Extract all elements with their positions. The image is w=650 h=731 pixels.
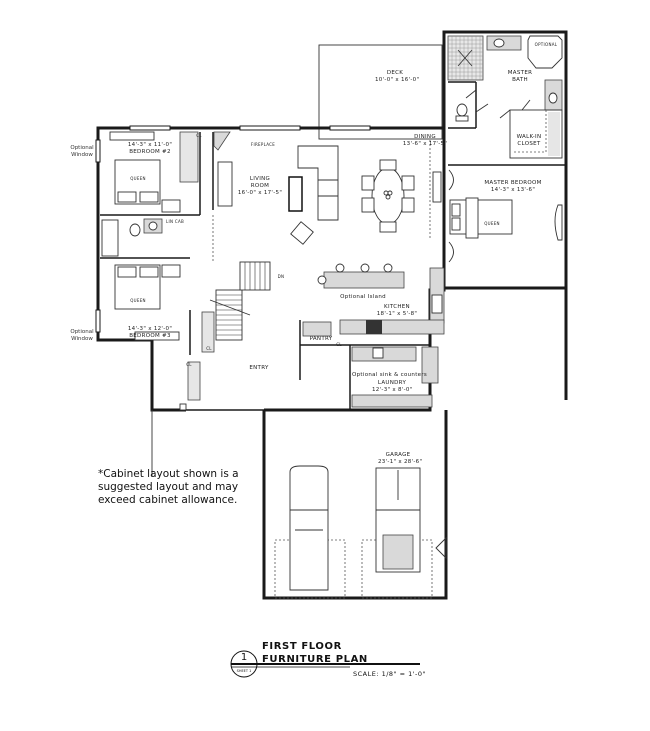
fireplace-label: FIREPLACE [250,142,276,147]
drawing-title-line2: FURNITURE PLAN [262,654,368,665]
sheet-number: 1 [240,652,248,663]
master-bedroom [448,164,566,263]
dining-label: DINING 13'-6" x 17'-5" [400,134,450,148]
bed3-label: QUEEN [130,298,146,303]
optional-window-top-line2: Window [71,152,93,158]
optional-window-bottom-line2: Window [71,336,93,342]
deck-size: 10'-0" x 16'-0" [375,77,420,83]
kitchen-name: KITCHEN [384,304,410,310]
garage-name: GARAGE [385,452,411,458]
closet-label-bed2: CL [196,133,202,138]
garage-label: GARAGE 23'-1" x 28'-6" [378,452,423,466]
laundry-label: LAUNDRY 12'-3" x 8'-0" [372,380,412,394]
bedroom3-size: 14'-3" x 12'-0" [127,326,173,332]
master-bath-name1: MASTER [507,70,533,76]
kitchen-size: 18'-1" x 5'-8" [376,311,418,317]
master-bedroom-label: MASTER BEDROOM 14'-3" x 13'-6" [478,180,548,194]
stairs-down-label: DN [277,274,285,279]
closet-label-pantry: CL [336,342,342,347]
garage-size: 23'-1" x 28'-6" [378,459,423,465]
master-bedroom-name: MASTER BEDROOM [484,180,542,186]
bedroom2-size: 14'-3" x 11'-0" [127,142,173,148]
sheet-label: SHEET 1 [236,669,252,673]
dining-name: DINING [414,134,436,140]
master-bath-name2: BATH [512,77,528,83]
bedroom3-name: BEDROOM #3 [129,333,171,339]
living-room-name1: LIVING [249,176,271,182]
closet-label-entry: CL [186,362,192,367]
living-room-size: 16'-0" x 17'-5" [237,190,283,196]
dining-table [361,159,415,233]
title-block-graphics [230,650,420,678]
deck-label: DECK 10'-0" x 16'-0" [375,70,420,84]
walk-in-closet-name2: CLOSET [517,141,541,147]
deck-name: DECK [386,70,404,76]
pantry-label: PANTRY [309,336,333,342]
optional-window-top-note: Optional Window [66,145,98,159]
kitchen-label: KITCHEN 18'-1" x 5'-8" [372,304,422,318]
closet-label-bed3: CL [206,346,212,351]
bed2-label: QUEEN [130,176,146,181]
master-bath-label: MASTER BATH [500,70,540,84]
kitchen [302,263,445,408]
laundry-size: 12'-3" x 8'-0" [372,387,413,393]
laundry-sink-note: Optional sink & counters [352,372,428,378]
living-room-name2: ROOM [250,183,270,189]
shower [447,35,484,81]
optional-window-bottom-line1: Optional [70,329,94,335]
optional-window-top-line1: Optional [70,145,94,151]
optional-tub-label: OPTIONAL [534,42,558,47]
bedroom3-label: 14'-3" x 12'-0" BEDROOM #3 [120,326,180,340]
deck [318,44,443,140]
entry-label: ENTRY [249,365,269,371]
drawing-title: FIRST FLOOR FURNITURE PLAN [262,640,368,666]
master-suite-walls [442,30,568,400]
laundry-name: LAUNDRY [377,380,407,386]
linen-cabinet-label: LIN CAB [166,219,185,224]
optional-island-label: Optional Island [340,294,386,300]
master-bed-label: QUEEN [484,221,500,226]
dining-size: 13'-6" x 17'-5" [402,141,448,147]
drawing-scale: SCALE: 1/8" = 1'-0" [353,670,427,678]
master-bedroom-size: 14'-3" x 13'-6" [490,187,536,193]
living-room-label: LIVING ROOM 16'-0" x 17'-5" [235,176,285,197]
bedroom2-label: 14'-3" x 11'-0" BEDROOM #2 [120,142,180,156]
walk-in-closet-name1: WALK-IN [516,134,542,140]
bedroom2-name: BEDROOM #2 [129,149,171,155]
living-furniture [288,145,339,245]
walk-in-closet-label: WALK-IN CLOSET [509,134,549,148]
garage [262,410,448,600]
cabinet-layout-note: *Cabinet layout shown is a suggested lay… [98,468,239,506]
stairs [209,261,271,341]
drawing-title-line1: FIRST FLOOR [262,641,342,652]
optional-window-bottom-note: Optional Window [66,329,98,343]
